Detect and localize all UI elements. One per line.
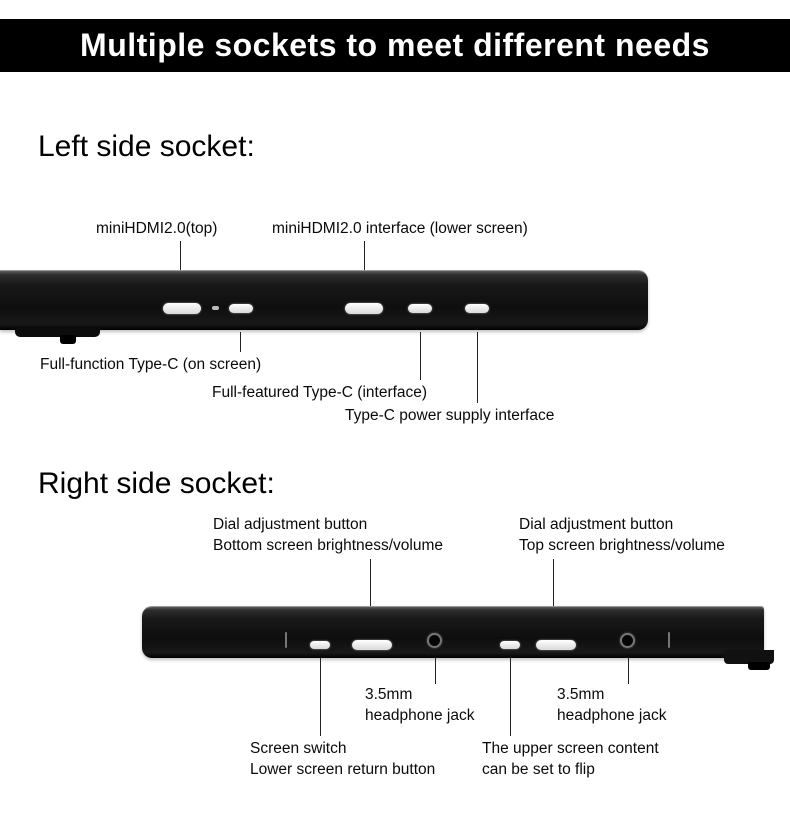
label-dial-bottom: Dial adjustment button Bottom screen bri… — [213, 514, 443, 556]
banner: Multiple sockets to meet different needs — [0, 19, 790, 72]
label-jack1-line1: 3.5mm — [365, 686, 413, 703]
label-dial-top-line2: Top screen brightness/volume — [519, 537, 725, 554]
callout-line-hdmi-top — [180, 241, 181, 270]
chassis-seam-left — [285, 632, 287, 648]
label-dial-bottom-line2: Bottom screen brightness/volume — [213, 537, 444, 554]
callout-line-typec-interface — [420, 332, 421, 380]
right-device-step — [724, 650, 774, 664]
label-minihdmi-lower: miniHDMI2.0 interface (lower screen) — [272, 220, 528, 237]
label-typec-interface: Full-featured Type-C (interface) — [212, 384, 428, 401]
label-dial-bottom-line1: Dial adjustment button — [213, 516, 368, 533]
right-device-edge — [142, 606, 764, 658]
label-flip-line1: The upper screen content — [482, 740, 659, 757]
type-c-port-onscreen-icon — [229, 304, 253, 313]
label-minihdmi-top: miniHDMI2.0(top) — [96, 220, 218, 237]
label-screen-switch-line1: Screen switch — [250, 740, 347, 757]
divider-dot-icon — [212, 306, 219, 310]
mini-hdmi-port-lower-icon — [345, 303, 383, 314]
label-jack2-line1: 3.5mm — [557, 686, 605, 703]
label-jack1: 3.5mm headphone jack — [365, 684, 474, 726]
callout-line-flip — [510, 658, 511, 736]
chassis-seam-right — [668, 632, 670, 648]
label-dial-top: Dial adjustment button Top screen bright… — [519, 514, 725, 556]
dial-wheel-bottom-icon — [352, 640, 392, 650]
callout-line-typec-power — [477, 332, 478, 403]
left-device-foot — [15, 328, 100, 337]
right-section-heading: Right side socket: — [38, 467, 275, 500]
banner-title: Multiple sockets to meet different needs — [80, 27, 710, 63]
label-screen-switch: Screen switch Lower screen return button — [250, 738, 435, 780]
label-screen-switch-line2: Lower screen return button — [250, 761, 436, 778]
mini-hdmi-port-top-icon — [163, 303, 201, 314]
flip-button-icon — [500, 641, 520, 649]
label-flip-line2: can be set to flip — [482, 761, 595, 778]
left-device-latch — [60, 335, 76, 344]
label-flip: The upper screen content can be set to f… — [482, 738, 659, 780]
left-device-edge — [0, 270, 648, 330]
callout-line-screen-switch — [320, 658, 321, 736]
callout-line-jack2 — [628, 658, 629, 684]
label-dial-top-line1: Dial adjustment button — [519, 516, 674, 533]
dial-wheel-top-icon — [536, 640, 576, 650]
label-typec-power: Type-C power supply interface — [345, 407, 555, 424]
label-jack2: 3.5mm headphone jack — [557, 684, 666, 726]
callout-line-hdmi-lower — [364, 241, 365, 270]
type-c-port-power-icon — [465, 304, 489, 313]
type-c-port-interface-icon — [408, 304, 432, 313]
callout-line-jack1 — [435, 658, 436, 684]
screen-switch-button-icon — [310, 641, 330, 649]
callout-line-dial-bottom — [370, 559, 371, 606]
right-device-foot — [748, 662, 770, 670]
label-typec-onscreen: Full-function Type-C (on screen) — [40, 356, 262, 373]
label-jack2-line2: headphone jack — [557, 707, 667, 724]
headphone-jack-1-icon — [427, 633, 442, 648]
headphone-jack-2-icon — [620, 633, 635, 648]
callout-line-typec-onscreen — [240, 332, 241, 352]
left-section-heading: Left side socket: — [38, 130, 255, 163]
callout-line-dial-top — [553, 559, 554, 606]
label-jack1-line2: headphone jack — [365, 707, 475, 724]
